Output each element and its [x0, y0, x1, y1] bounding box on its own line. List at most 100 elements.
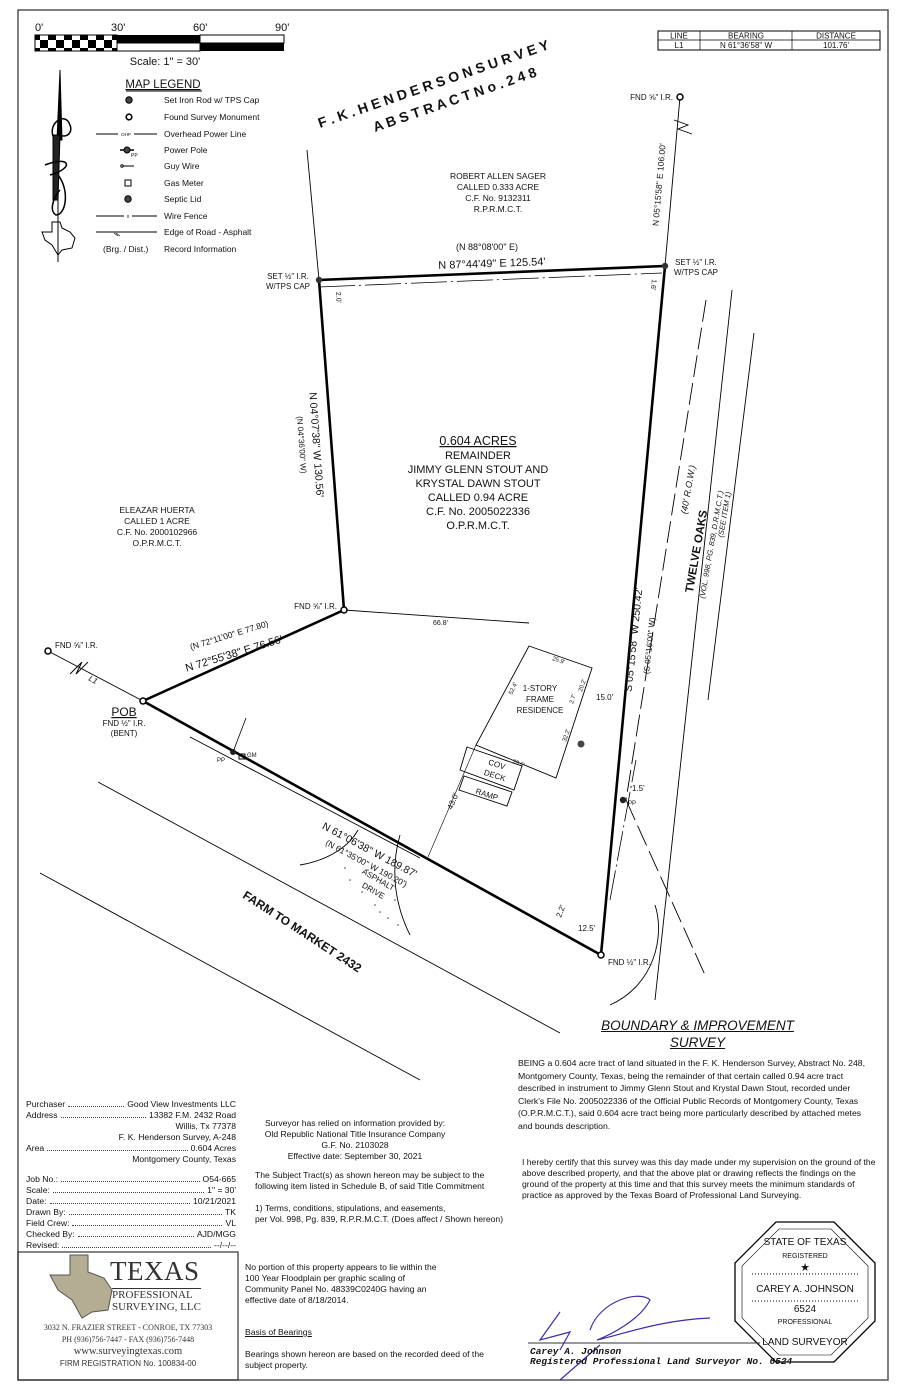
seal-text: LAND SURVEYOR	[762, 1337, 847, 1348]
field-label: Purchaser	[26, 1099, 66, 1109]
svg-text:PP: PP	[131, 153, 138, 159]
field-label: Checked By:	[26, 1229, 75, 1239]
adjoiner-label: O.P.R.M.C.T.	[133, 538, 182, 548]
corner-label: FND ½" I.R.	[103, 719, 146, 728]
dimension-label: 1.5'	[632, 784, 645, 793]
certification: I hereby certify that this survey was th…	[522, 1157, 876, 1200]
survey-title: BOUNDARY & IMPROVEMENT SURVEY	[560, 1017, 835, 1051]
field-label: Date:	[26, 1196, 47, 1206]
legend-title: MAP LEGEND	[125, 79, 200, 91]
corner-label: FND ⅝" I.R.	[630, 93, 673, 102]
title-commitment-info: Surveyor has relied on information provi…	[240, 1118, 470, 1162]
set-iron-rod-icon	[125, 96, 133, 104]
overhead-power-line-icon: OHP	[96, 132, 157, 137]
field-value: Montgomery County, Texas	[132, 1154, 236, 1164]
adjoiner-label: R.P.R.M.C.T.	[474, 204, 523, 214]
tract-label: JIMMY GLENN STOUT AND	[408, 464, 549, 476]
dimension-label: 66.8'	[433, 620, 448, 627]
septic-lid-icon	[577, 740, 585, 748]
company-website[interactable]: www.surveyingtexas.com	[73, 1346, 183, 1357]
wire-fence-icon: x	[96, 214, 157, 220]
pob-label: POB	[111, 705, 136, 719]
dimension-label: 12.5'	[578, 924, 596, 933]
field-value: AJD/MGG	[196, 1229, 236, 1239]
adjoiner-label: CALLED 0.333 ACRE	[457, 182, 540, 192]
info-line: G.F. No. 2103028	[321, 1140, 389, 1150]
sheet-border	[17, 9, 889, 1381]
legend-label: Guy Wire	[164, 161, 200, 171]
legend-label: Edge of Road - Asphalt	[164, 227, 252, 237]
dimension-label: 43.0'	[446, 791, 461, 811]
tract-label: CALLED 0.94 ACRE	[428, 492, 528, 504]
schedule-b-item: 1) Terms, conditions, stipulations, and …	[255, 1203, 525, 1225]
surveyor-signature	[538, 1295, 711, 1381]
legend-label: Power Pole	[164, 145, 208, 155]
field-value: Willis, Tx 77378	[175, 1121, 237, 1131]
table-cell: 101.76'	[823, 41, 849, 50]
adjoiner-label: ELEAZAR HUERTA	[119, 505, 195, 515]
field-value: VL	[225, 1218, 236, 1228]
job-info-row: Date:10/21/2021	[26, 1196, 236, 1207]
dimension-label: 2.0'	[334, 292, 342, 304]
scale-tick: 0'	[35, 22, 43, 34]
company-logo-sub: PROFESSIONAL SURVEYING, LLC	[112, 1288, 201, 1313]
dimension-label: 25.9'	[551, 656, 565, 666]
adjoiner-label: C.F. No. 2000102966	[117, 527, 198, 537]
item-line: per Vol. 998, Pg. 839, R.P.R.M.C.T. (Doe…	[255, 1214, 504, 1224]
seal-text: PROFESSIONAL	[778, 1319, 833, 1326]
ramp-outline	[458, 775, 513, 807]
line-label: L1	[87, 674, 99, 686]
bearing-label: S 05°15'58" W 250.42'	[623, 587, 646, 692]
dimension-label: 32.2'	[562, 729, 572, 743]
wire-fence-line	[609, 759, 637, 901]
seal-text: 6524	[794, 1304, 817, 1315]
job-info-row: Field Crew:VL	[26, 1218, 236, 1229]
info-line: Effective date: September 30, 2021	[287, 1151, 423, 1161]
legend-label: Overhead Power Line	[164, 129, 246, 139]
record-bearing: (N 04°36'00" W)	[295, 416, 308, 474]
field-value: F. K. Henderson Survey, A-248	[118, 1132, 236, 1142]
found-monument-icon	[340, 606, 348, 614]
svg-text:x: x	[127, 214, 130, 220]
bearing-label: N 87°44'49" E 125.54'	[438, 256, 546, 272]
found-monument-icon	[44, 647, 52, 655]
legend-label: Record Information	[164, 244, 237, 254]
tract-label: O.P.R.M.C.T.	[446, 520, 509, 532]
tract-label: REMAINDER	[445, 450, 511, 462]
gas-meter-icon	[238, 753, 246, 760]
found-monument-icon	[597, 951, 605, 959]
wire-fence-line	[318, 272, 663, 288]
company-address: 3032 N. FRAZIER STREET - CONROE, TX 7730…	[43, 1323, 213, 1332]
item-line: 1) Terms, conditions, stipulations, and …	[255, 1203, 446, 1213]
tract-acreage: 0.604 ACRES	[439, 434, 516, 448]
dimension-label: 28.6'	[511, 759, 525, 769]
table-cell: N 61°36'58" W	[720, 41, 772, 50]
star-icon: ★	[800, 1262, 810, 1274]
residence-label: FRAME	[526, 695, 554, 704]
corner-label: SET ½" I.R.	[675, 258, 717, 267]
field-label: Job No.:	[26, 1174, 59, 1184]
dimension-label: 2.7'	[569, 694, 578, 705]
set-iron-rod-icon	[315, 276, 323, 284]
power-pole-label: PP	[628, 801, 636, 807]
table-header: LINE	[670, 32, 688, 41]
corner-label: SET ½" I.R.	[267, 272, 309, 281]
gas-meter-label: GM	[247, 753, 257, 759]
corner-label: FND ⅝" I.R.	[294, 602, 337, 611]
texas-logo-icon	[49, 1254, 113, 1319]
dimension-line	[427, 744, 477, 858]
record-bearing: (S 05°16'00" W)	[642, 617, 657, 675]
edge-of-road-icon	[96, 231, 157, 237]
job-info-row: Checked By: AJD/MGG	[26, 1229, 236, 1240]
info-line: Old Republic National Title Insurance Co…	[264, 1129, 446, 1139]
survey-title-line: SURVEY	[669, 1035, 726, 1050]
field-label: Scale:	[26, 1185, 50, 1195]
map-legend: MAP LEGEND OHP PP x (Brg. / Dist.) Set I…	[96, 79, 260, 254]
set-iron-rod-icon	[661, 262, 669, 270]
ramp-label: RAMP	[474, 787, 499, 803]
field-value: O54-665	[202, 1174, 236, 1184]
surveyor-title: Registered Professional Land Surveyor No…	[530, 1356, 793, 1367]
corner-label: FND ⅝" I.R.	[55, 641, 98, 650]
